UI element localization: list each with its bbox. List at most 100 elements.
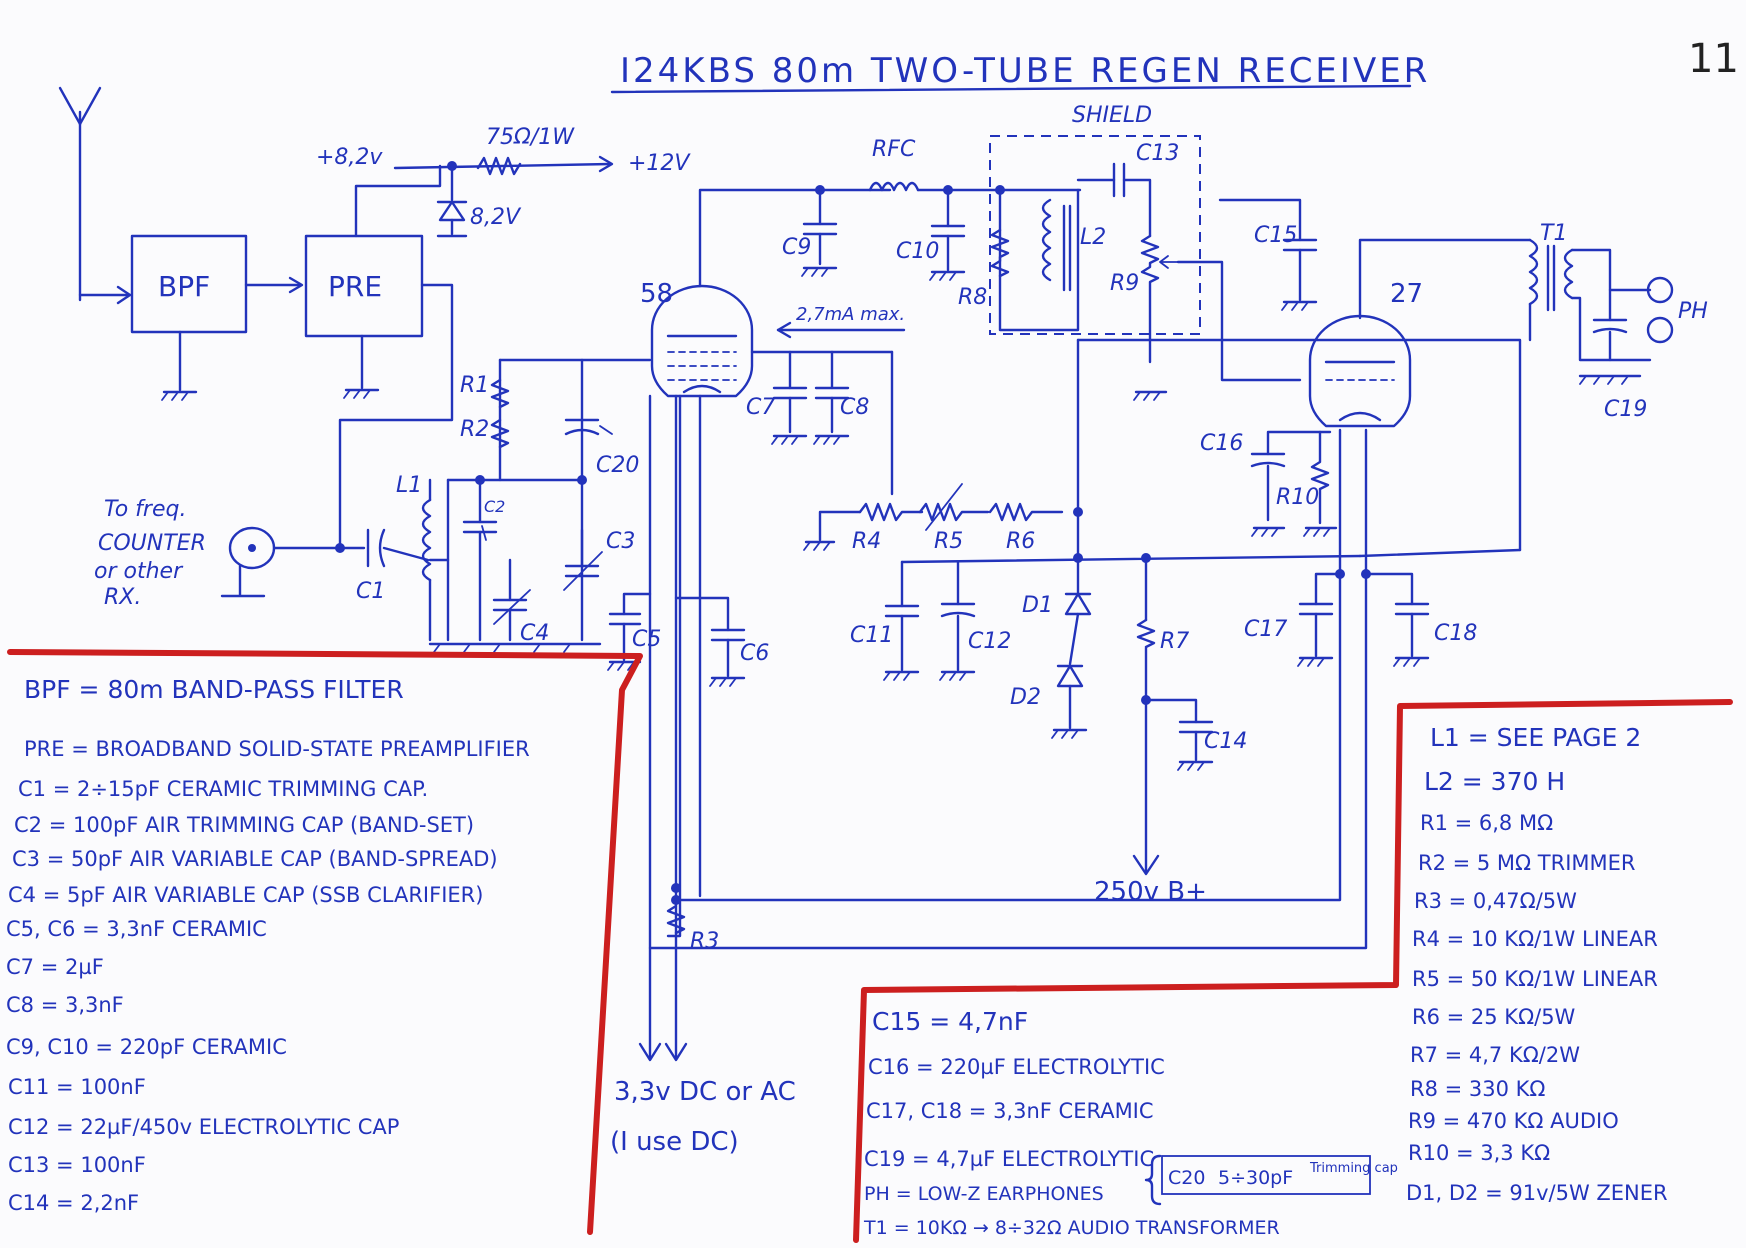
r8-label: R8 <box>958 285 987 310</box>
ground-icon <box>1303 526 1338 537</box>
t1-transformer <box>1528 238 1574 342</box>
r5-label: R5 <box>934 529 963 554</box>
legend-ph: PH = LOW-Z EARPHONES <box>864 1183 1104 1205</box>
ph-label: PH <box>1678 299 1708 324</box>
r10-resistor <box>1310 430 1330 525</box>
legend-r6: R6 = 25 KΩ/5W <box>1412 1005 1576 1029</box>
counter-note-4: RX. <box>104 585 141 610</box>
legend-c15: C15 = 4,7nF <box>872 1007 1028 1036</box>
shield-outline <box>989 135 1201 335</box>
c20-note-box <box>1161 1155 1371 1195</box>
ground-icon <box>1297 656 1334 667</box>
c17-label: C17 <box>1244 617 1287 642</box>
bpf-label: BPF <box>158 270 210 303</box>
r2-trimmer <box>490 418 510 449</box>
c12-capacitor <box>940 560 976 672</box>
rfc-choke <box>868 181 920 192</box>
b-plus-bus <box>1358 548 1522 558</box>
r7-resistor <box>1136 618 1156 649</box>
rfc-label: RFC <box>872 137 916 162</box>
c1-capacitor <box>366 528 430 568</box>
counter-note-3: or other <box>94 559 184 584</box>
d2-zener <box>1056 612 1084 730</box>
ground-icon <box>801 266 838 277</box>
c9-capacitor <box>802 188 838 266</box>
plate-2-wire <box>1358 238 1532 320</box>
d1-label: D1 <box>1022 593 1053 618</box>
r4-potentiometer <box>858 502 924 522</box>
bpf-block: BPF <box>130 234 248 401</box>
title-underline <box>610 84 1412 94</box>
r8-resistor <box>990 228 1010 278</box>
legend-c2: C2 = 100pF AIR TRIMMING CAP (BAND-SET) <box>14 813 474 837</box>
r7-label: R7 <box>1160 629 1189 654</box>
c5-label: C5 <box>632 627 661 652</box>
l2-choke <box>1041 198 1072 292</box>
heater-bus-a <box>674 572 1342 902</box>
r9-potentiometer <box>1140 234 1160 364</box>
d1-zener <box>1064 556 1092 616</box>
r10-label: R10 <box>1276 485 1319 510</box>
ground-icon <box>803 540 836 551</box>
c3-label: C3 <box>606 529 635 554</box>
c16-label: C16 <box>1200 431 1243 456</box>
c15-capacitor <box>1218 198 1318 302</box>
arrow-icon <box>1132 854 1160 876</box>
legend-c5-c6: C5, C6 = 3,3nF CERAMIC <box>6 917 267 941</box>
page-number: 11 <box>1688 36 1739 82</box>
heater-note: (I use DC) <box>610 1127 739 1157</box>
legend-r2: R2 = 5 MΩ TRIMMER <box>1418 851 1636 875</box>
junction-dot <box>671 883 681 893</box>
c18-label: C18 <box>1434 621 1477 646</box>
t1-label: T1 <box>1540 221 1567 246</box>
legend-c17-c18: C17, C18 = 3,3nF CERAMIC <box>866 1099 1154 1123</box>
plate-wire <box>698 188 892 288</box>
c6-label: C6 <box>740 641 769 666</box>
c16-capacitor <box>1250 430 1332 522</box>
c8-label: C8 <box>840 395 869 420</box>
r4-label: R4 <box>852 529 881 554</box>
shield-label: SHIELD <box>1072 103 1152 128</box>
v-pre-label: +8,2v <box>316 145 383 170</box>
arrow-icon <box>1159 255 1169 269</box>
legend-pre: PRE = BROADBAND SOLID-STATE PREAMPLIFIER <box>24 737 530 761</box>
c2-label: C2 <box>484 497 505 516</box>
c14-label: C14 <box>1204 729 1247 754</box>
l1-label: L1 <box>396 473 422 498</box>
coax-jack-icon <box>220 526 366 598</box>
grid-2-wire <box>1176 260 1302 382</box>
legend-l1: L1 = SEE PAGE 2 <box>1430 723 1641 752</box>
secondary-wire <box>1570 248 1652 292</box>
brace-icon <box>1144 1154 1162 1206</box>
c20-note-desc: Trimming cap <box>1309 1161 1398 1176</box>
legend-d1-d2: D1, D2 = 91v/5W ZENER <box>1406 1181 1668 1205</box>
heater-bus-b <box>648 572 1368 950</box>
legend-l2: L2 = 370 H <box>1424 767 1565 796</box>
b-plus-bus <box>900 554 1362 564</box>
b-plus-label: 250v B+ <box>1094 877 1207 907</box>
ground-icon <box>1133 390 1168 401</box>
c14-capacitor <box>1144 698 1214 762</box>
ground-icon <box>343 388 380 399</box>
r5-potentiometer <box>918 502 990 522</box>
l1-coil <box>421 478 450 642</box>
c12-label: C12 <box>968 629 1011 654</box>
c15-label: C15 <box>1254 223 1297 248</box>
ground-icon <box>1251 526 1286 537</box>
arrow-icon <box>288 276 304 294</box>
arrow-icon <box>776 321 792 339</box>
legend-r3: R3 = 0,47Ω/5W <box>1414 889 1577 913</box>
tank-wire <box>446 478 584 642</box>
c1-label: C1 <box>356 579 385 604</box>
legend-r8: R8 = 330 KΩ <box>1410 1077 1545 1101</box>
junction-dot <box>1073 507 1083 517</box>
legend-r1: R1 = 6,8 MΩ <box>1420 811 1553 835</box>
legend-r4: R4 = 10 KΩ/1W LINEAR <box>1412 927 1658 951</box>
r9-label: R9 <box>1110 271 1139 296</box>
pre-block: PRE <box>304 164 454 550</box>
c8-capacitor <box>814 350 850 434</box>
r1-resistor <box>490 378 510 409</box>
legend-middle-right-border <box>853 699 1733 1243</box>
ground-icon <box>433 643 571 653</box>
